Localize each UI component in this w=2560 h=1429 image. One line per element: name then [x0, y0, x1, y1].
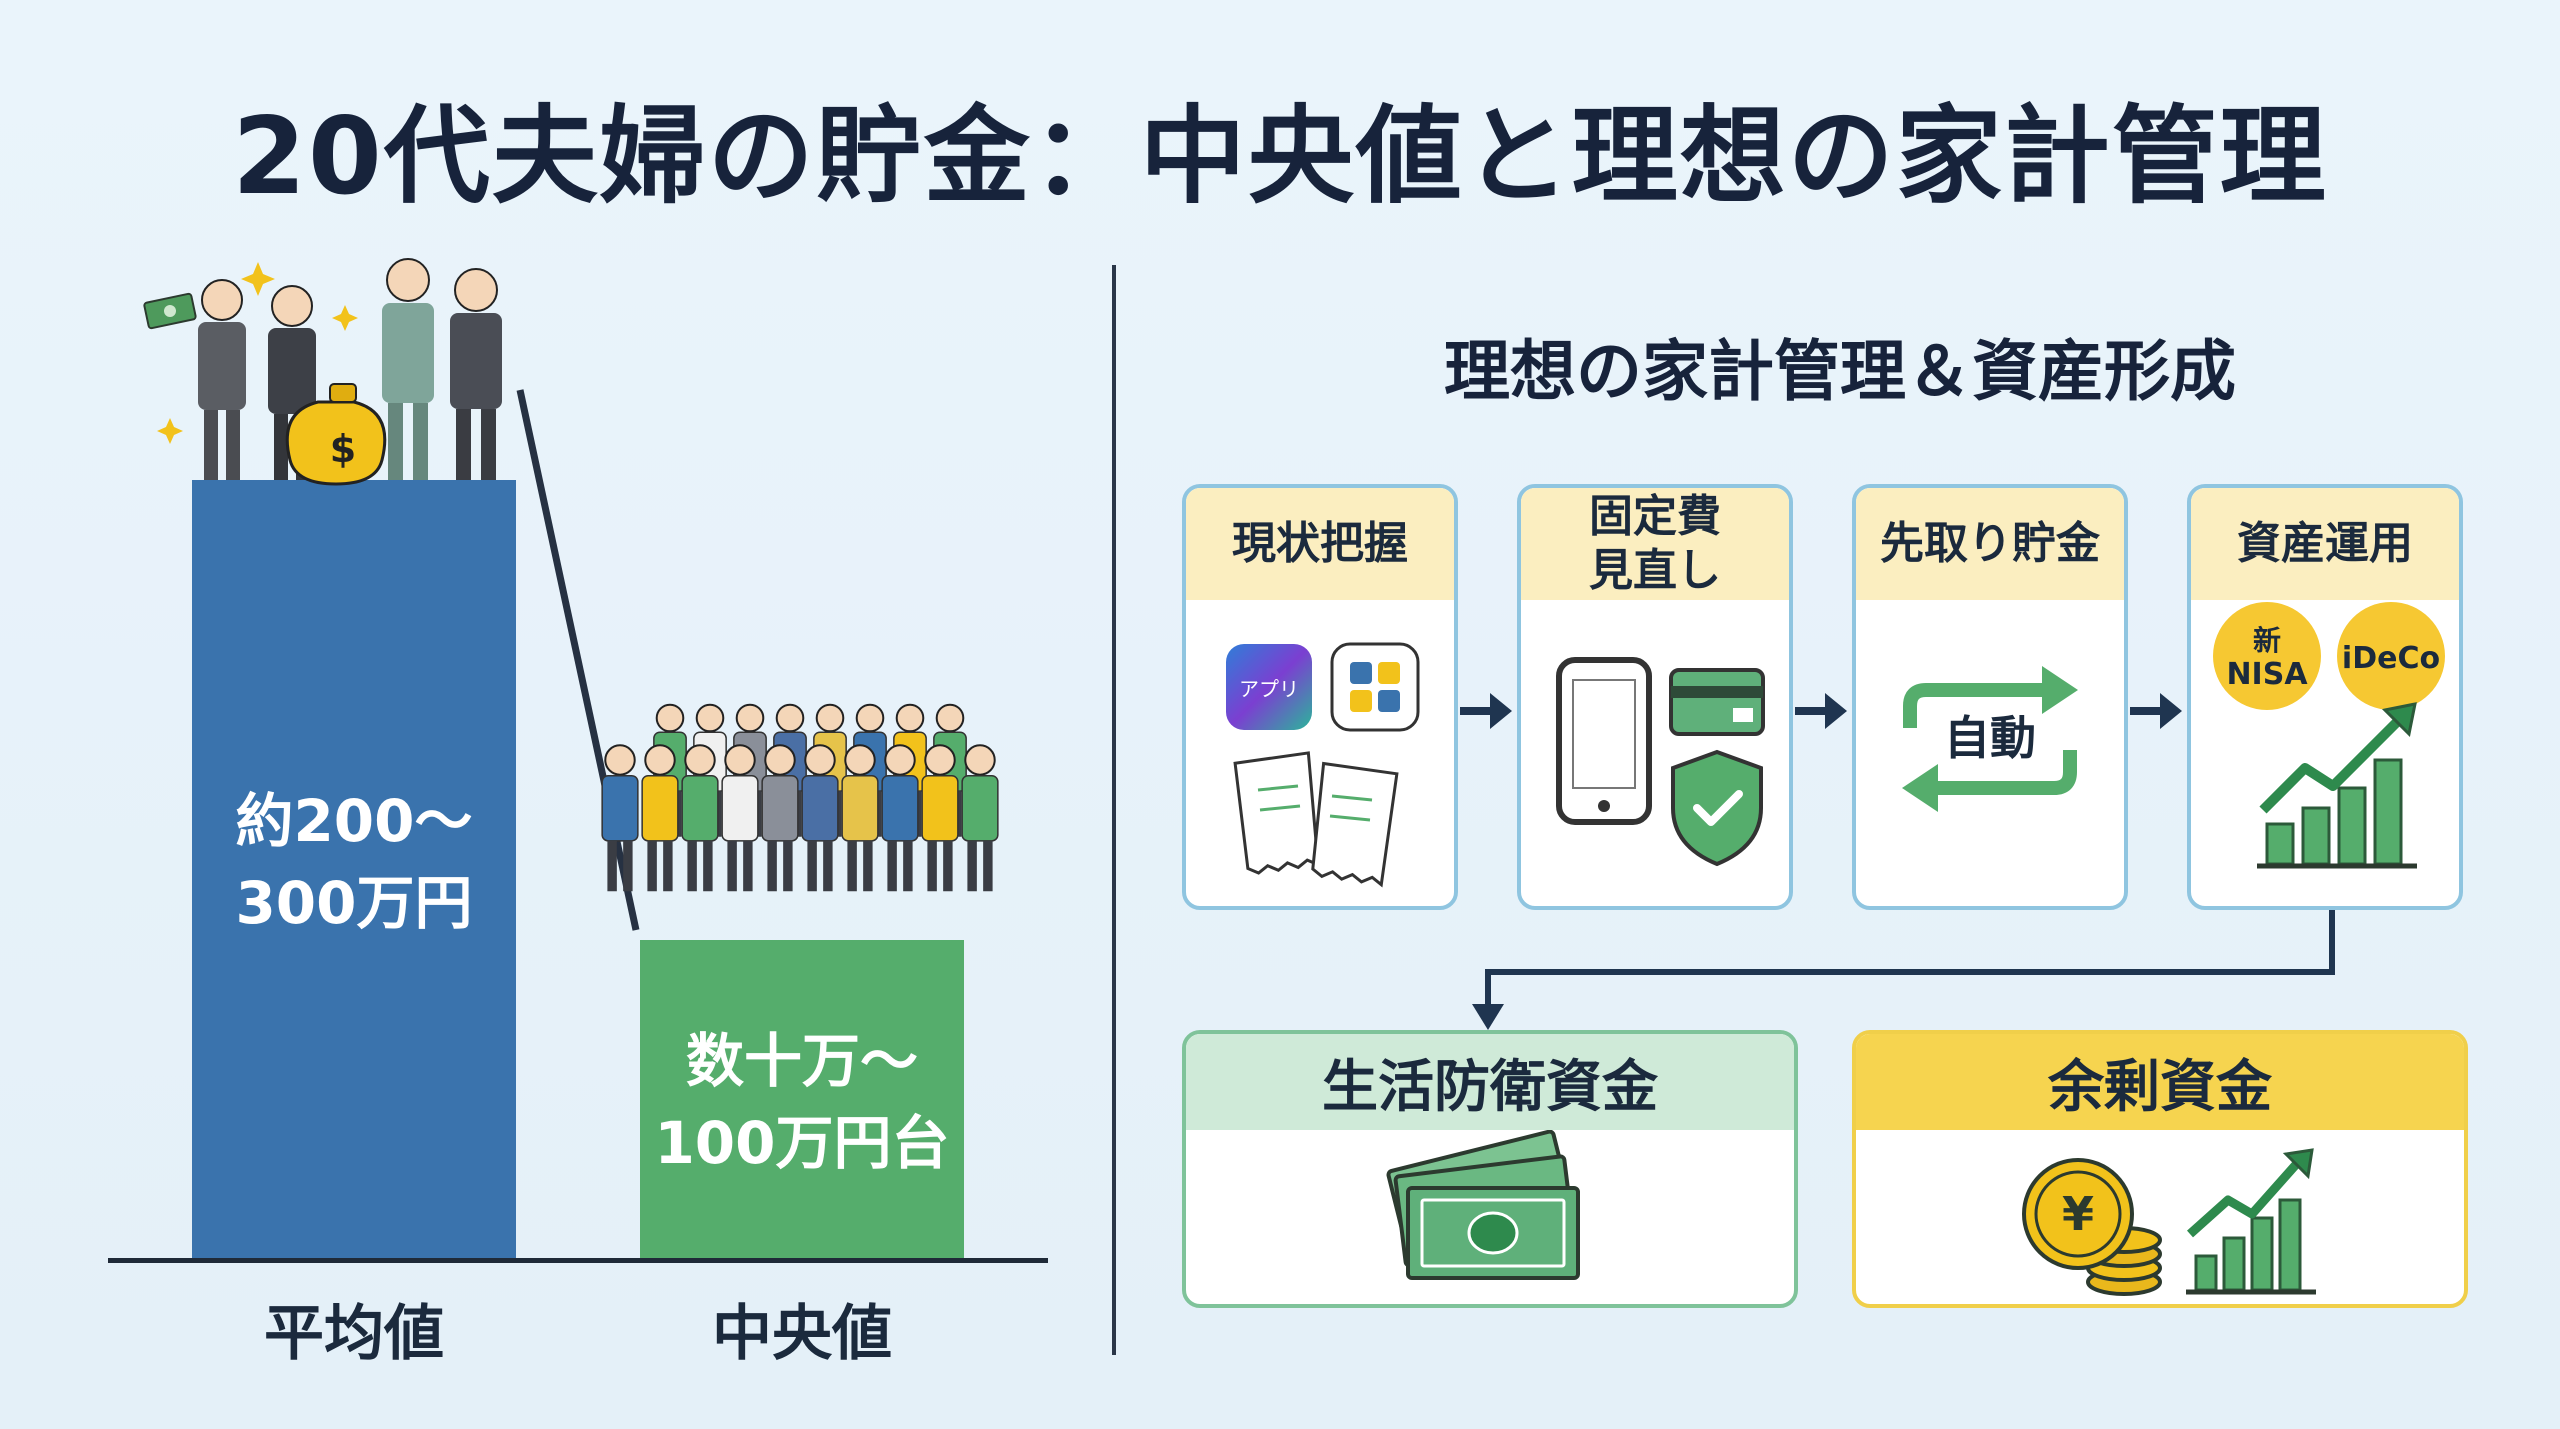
receipt-icon — [1233, 751, 1399, 888]
median-value-line1: 数十万～ — [685, 1027, 918, 1095]
management-subtitle: 理想の家計管理＆資産形成 — [1444, 333, 2236, 410]
step-label: 固定費見直し — [1521, 488, 1789, 600]
emergency-fund-box: 生活防衛資金 — [1182, 1030, 1798, 1308]
step-label-line2: 見直し — [1589, 545, 1721, 596]
people-illustration: $ — [143, 258, 999, 931]
nisa-badge: 新 NISA — [2213, 602, 2321, 710]
pointer-stick — [516, 389, 640, 931]
step-pay-yourself-first: 先取り貯金 自動 — [1852, 484, 2128, 910]
step-label-line1: 固定費 — [1589, 491, 1721, 542]
step-label: 資産運用 — [2191, 488, 2459, 600]
average-value-line2: 300万円 — [235, 869, 473, 937]
average-bar: 約200～ 300万円 — [192, 480, 516, 1260]
crowd-people — [601, 703, 999, 892]
money-bag-icon: $ — [285, 383, 387, 486]
ideco-badge-text: iDeCo — [2342, 641, 2440, 676]
auto-transfer-arrows-icon: 自動 — [1902, 666, 2078, 812]
step-asset-management: 資産運用 新 NISA iDeCo — [2187, 484, 2463, 910]
crowd-person — [681, 744, 719, 892]
yen-symbol: ¥ — [2062, 1187, 2094, 1241]
crowd-person — [721, 744, 759, 892]
growth-chart-icon — [2186, 1148, 2316, 1295]
fund-label: 生活防衛資金 — [1186, 1034, 1794, 1130]
arrow-right-icon — [1460, 693, 1512, 729]
crowd-person — [601, 744, 639, 892]
baseline-axis — [108, 1258, 1048, 1263]
nisa-badge-line2: NISA — [2226, 657, 2308, 692]
crowd-person — [801, 744, 839, 892]
median-value: 数十万～ 100万円台 — [640, 1020, 964, 1184]
nisa-badge-line1: 新 — [2253, 624, 2281, 657]
flow-connector — [1472, 910, 2335, 1030]
crowd-person — [961, 744, 999, 892]
category-average: 平均値 — [264, 1299, 444, 1369]
svg-text:$: $ — [330, 427, 356, 471]
credit-card-icon — [1669, 668, 1765, 736]
step-label: 先取り貯金 — [1856, 488, 2124, 600]
wealthy-people: $ — [198, 258, 502, 486]
sparkle-icons — [157, 262, 358, 444]
shield-check-icon — [1671, 749, 1763, 867]
cash-stack-icon — [1386, 1129, 1580, 1280]
fund-label: 余剰資金 — [1856, 1034, 2464, 1130]
step-current-status: 現状把握 アプリ — [1182, 484, 1458, 910]
growth-chart-icon — [2257, 702, 2417, 869]
category-median: 中央値 — [712, 1299, 892, 1369]
crowd-person — [761, 744, 799, 892]
smartphone-icon — [1556, 657, 1652, 825]
auto-label: 自動 — [1944, 711, 2036, 765]
step-fixed-costs: 固定費見直し — [1517, 484, 1793, 910]
median-bar: 数十万～ 100万円台 — [640, 940, 964, 1260]
app-badge-text: アプリ — [1239, 677, 1299, 701]
arrow-right-icon — [2130, 693, 2182, 729]
crowd-person — [641, 744, 679, 892]
surplus-fund-box: 余剰資金 ¥ — [1852, 1030, 2468, 1308]
yen-coin-icon: ¥ — [2022, 1158, 2162, 1296]
average-value: 約200～ 300万円 — [192, 780, 516, 944]
arrow-right-icon — [1795, 693, 1847, 729]
crowd-person — [841, 744, 879, 892]
average-value-line1: 約200～ — [235, 787, 473, 855]
app-icon: アプリ — [1226, 644, 1312, 730]
median-value-line2: 100万円台 — [654, 1109, 950, 1177]
grid-app-icon — [1330, 642, 1420, 732]
step-label: 現状把握 — [1186, 488, 1454, 600]
cash-note-icon — [143, 292, 197, 330]
crowd-person — [881, 744, 919, 892]
crowd-person — [921, 744, 959, 892]
ideco-badge: iDeCo — [2337, 602, 2445, 710]
panel-divider — [1112, 265, 1116, 1355]
page-title: 20代夫婦の貯金：中央値と理想の家計管理 — [232, 95, 2328, 218]
